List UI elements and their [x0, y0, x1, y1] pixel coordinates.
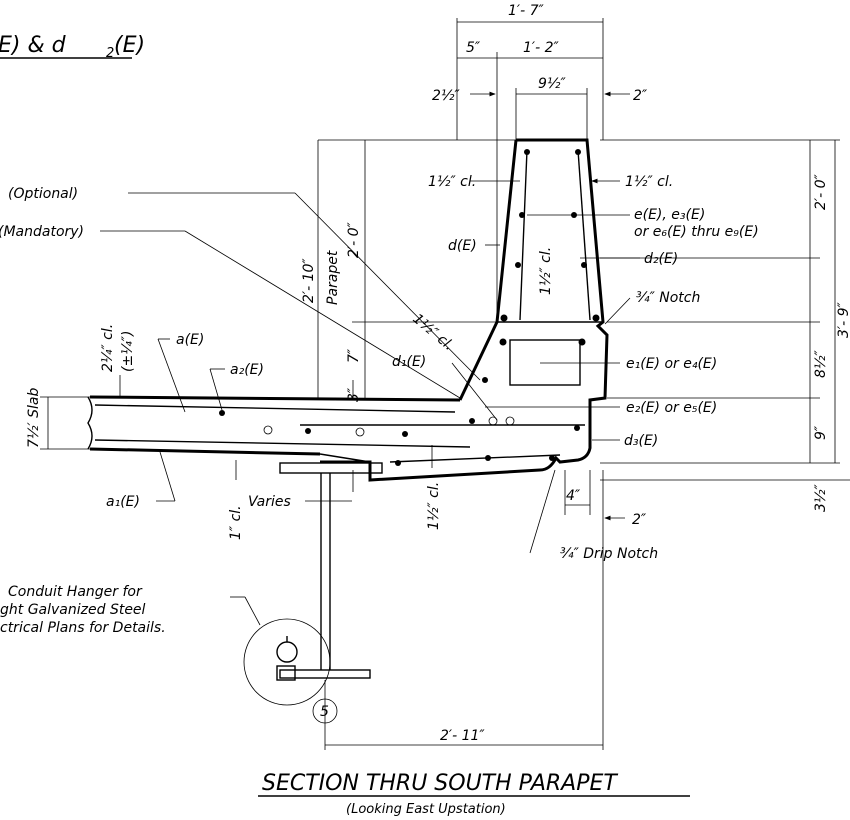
- svg-text:E) & d: E) & d: [0, 33, 67, 58]
- svg-text:d(E): d(E): [448, 238, 477, 254]
- svg-text:SECTION THRU SOUTH PARAPET: SECTION THRU SOUTH PARAPET: [262, 771, 618, 796]
- svg-text:(Optional): (Optional): [8, 186, 78, 202]
- svg-text:2′- 0″: 2′- 0″: [346, 222, 362, 258]
- svg-text:3½″: 3½″: [813, 484, 829, 512]
- svg-text:2′- 10″: 2′- 10″: [301, 258, 317, 303]
- svg-text:(±¼″): (±¼″): [120, 331, 136, 372]
- steel-girder: 5: [279, 462, 383, 724]
- svg-text:7″: 7″: [346, 348, 362, 363]
- svg-text:2¼″ cl.: 2¼″ cl.: [100, 324, 116, 372]
- svg-text:1′- 7″: 1′- 7″: [508, 3, 544, 19]
- svg-text:or e₆(E) thru e₉(E): or e₆(E) thru e₉(E): [634, 224, 759, 240]
- conduit-note: Conduit Hanger for ght Galvanized Steel …: [0, 584, 166, 636]
- svg-text:8½″: 8½″: [813, 350, 829, 378]
- svg-text:1½″ cl.: 1½″ cl.: [538, 247, 554, 295]
- svg-text:2″: 2″: [632, 512, 647, 528]
- section-title: SECTION THRU SOUTH PARAPET (Looking East…: [258, 771, 690, 817]
- svg-text:¾″ Notch: ¾″ Notch: [636, 290, 700, 306]
- svg-text:2′- 0″: 2′- 0″: [813, 174, 829, 210]
- svg-text:7½′ Slab: 7½′ Slab: [26, 388, 42, 448]
- svg-text:3′- 9″: 3′- 9″: [836, 302, 850, 338]
- reinforcing-bars: [94, 149, 600, 466]
- svg-text:1′- 2″: 1′- 2″: [523, 40, 559, 56]
- svg-text:Varies: Varies: [248, 494, 291, 510]
- svg-text:(E): (E): [114, 33, 145, 58]
- svg-text:2″: 2″: [633, 88, 648, 104]
- svg-text:9″: 9″: [813, 425, 829, 440]
- svg-text:2: 2: [106, 46, 114, 61]
- svg-text:5″: 5″: [466, 40, 481, 56]
- svg-text:(Mandatory): (Mandatory): [0, 224, 84, 240]
- leader-lines: [100, 178, 640, 554]
- svg-text:Parapet: Parapet: [325, 250, 341, 305]
- deck-slab: [87, 395, 461, 463]
- svg-text:1½″ cl.: 1½″ cl.: [426, 482, 442, 530]
- svg-text:e(E), e₃(E): e(E), e₃(E): [634, 207, 705, 223]
- svg-text:1″ cl.: 1″ cl.: [228, 505, 244, 540]
- svg-text:e₁(E) or e₄(E): e₁(E) or e₄(E): [626, 356, 717, 372]
- svg-text:a₂(E): a₂(E): [230, 362, 264, 378]
- svg-text:a₁(E): a₁(E): [106, 494, 140, 510]
- svg-text:¾″ Drip Notch: ¾″ Drip Notch: [560, 546, 658, 562]
- svg-text:e₂(E) or e₅(E): e₂(E) or e₅(E): [626, 400, 717, 416]
- svg-text:3″: 3″: [346, 387, 362, 402]
- svg-text:Conduit Hanger for: Conduit Hanger for: [8, 584, 143, 600]
- header-fragment: E) & d 2 (E): [0, 33, 145, 61]
- svg-text:1½″ cl.: 1½″ cl.: [625, 174, 673, 190]
- svg-text:ght Galvanized Steel: ght Galvanized Steel: [0, 602, 146, 618]
- svg-text:d₃(E): d₃(E): [624, 433, 658, 449]
- svg-text:1½″ cl.: 1½″ cl.: [428, 174, 476, 190]
- svg-text:1½″ cl.: 1½″ cl.: [409, 311, 456, 354]
- svg-text:4″: 4″: [566, 488, 581, 504]
- svg-text:ctrical Plans for Details.: ctrical Plans for Details.: [0, 620, 166, 636]
- svg-text:(Looking East Upstation): (Looking East Upstation): [346, 802, 506, 817]
- svg-text:9½″: 9½″: [538, 76, 566, 92]
- callout-labels: (Optional) (Mandatory) 1½″ cl. 1½″ cl. e…: [0, 174, 759, 562]
- conduit-hanger-detail: [230, 596, 331, 706]
- svg-text:d₁(E): d₁(E): [392, 354, 426, 370]
- svg-text:d₂(E): d₂(E): [644, 251, 678, 267]
- svg-text:a(E): a(E): [176, 332, 204, 348]
- svg-text:2½″: 2½″: [432, 88, 460, 104]
- svg-text:2′- 11″: 2′- 11″: [440, 728, 485, 744]
- svg-text:5: 5: [320, 704, 329, 720]
- dimension-lines: [40, 18, 850, 750]
